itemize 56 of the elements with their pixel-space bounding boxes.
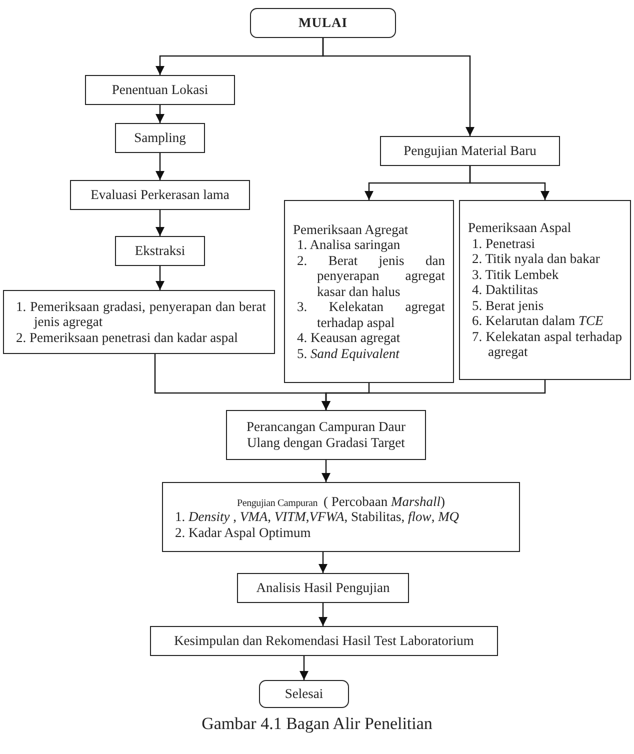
terminal-box: [250, 8, 396, 38]
box-label: Kesimpulan dan Rekomendasi Hasil Test Laboratorium: [173, 633, 475, 649]
process-box: [150, 626, 498, 656]
arrow: [156, 105, 164, 123]
list-item: 5. Sand Equivalent: [296, 346, 400, 362]
list-item: 3. Titik Lembek: [471, 266, 560, 282]
figure-caption: Gambar 4.1 Bagan Alir Penelitian: [200, 714, 434, 734]
arrow: [318, 552, 328, 573]
list-item: 4. Daktilitas: [471, 282, 539, 298]
list-item: 2. Berat jenis dan penyerapan agregat kasar dan halus: [296, 252, 445, 300]
list-item: 7. Kelekatan aspal terhadap agregat: [471, 328, 622, 360]
process-box: [3, 290, 275, 354]
arrow: [469, 166, 550, 200]
list-item: 1. Analisa saringan: [296, 237, 402, 253]
box-label: Penentuan Lokasi: [110, 82, 210, 98]
list-item: 2. Pemeriksaan penetrasi dan kadar aspal: [15, 330, 239, 346]
box-label: Evaluasi Perkerasan lama: [90, 187, 230, 203]
list-item: 1. Density , VMA, VITM,VFWA, Stabilitas, flow, MQ: [174, 509, 460, 525]
arrow: [156, 266, 164, 290]
list-item: 1. Pemeriksaan gradasi, penyerapan dan berat jenis agregat: [15, 298, 266, 330]
arrow: [156, 153, 164, 180]
box-label: Pengujian Material Baru: [402, 143, 538, 159]
list-item: 4. Keausan agregat: [296, 330, 402, 346]
list-item: 6. Kelarutan dalam TCE: [471, 313, 604, 329]
box-label: Analisis Hasil Pengujian: [255, 580, 391, 596]
process-box: [226, 410, 426, 460]
arrow: [156, 210, 164, 236]
list-item: 5. Berat jenis: [471, 298, 545, 314]
box-label: Ekstraksi: [134, 243, 186, 259]
process-box: [380, 136, 560, 166]
terminal-box: [259, 680, 349, 708]
list-heading: ( Percobaan Marshall): [324, 494, 446, 510]
process-box: [459, 200, 631, 380]
box-label: Sampling: [133, 130, 187, 146]
process-box: [85, 75, 235, 105]
process-box: [115, 123, 205, 153]
list-heading: Pemeriksaan Agregat: [293, 222, 410, 238]
box-label: MULAI: [298, 15, 348, 31]
arrow: [322, 460, 330, 482]
arrow: [318, 603, 328, 626]
process-box: [115, 236, 205, 266]
arrow: [322, 38, 474, 136]
box-label: Perancangan Campuran Daur Ulang dengan Gradasi Target: [246, 419, 406, 451]
box-label: Selesai: [284, 686, 324, 702]
list-heading: Pengujian Campuran: [236, 498, 318, 510]
arrow: [300, 656, 308, 680]
list-item: 2. Kadar Aspal Optimum: [174, 524, 312, 540]
process-box: [70, 180, 250, 210]
process-box: [237, 573, 409, 603]
list-item: 1. Penetrasi: [471, 236, 536, 252]
list-heading: Pemeriksaan Aspal: [468, 220, 572, 236]
list-item: 3. Kelekatan agregat terhadap aspal: [296, 299, 445, 330]
process-box: [162, 482, 520, 552]
process-box: [284, 200, 454, 383]
arrow: [322, 380, 546, 410]
list-item: 2. Titik nyala dan bakar: [471, 251, 601, 267]
